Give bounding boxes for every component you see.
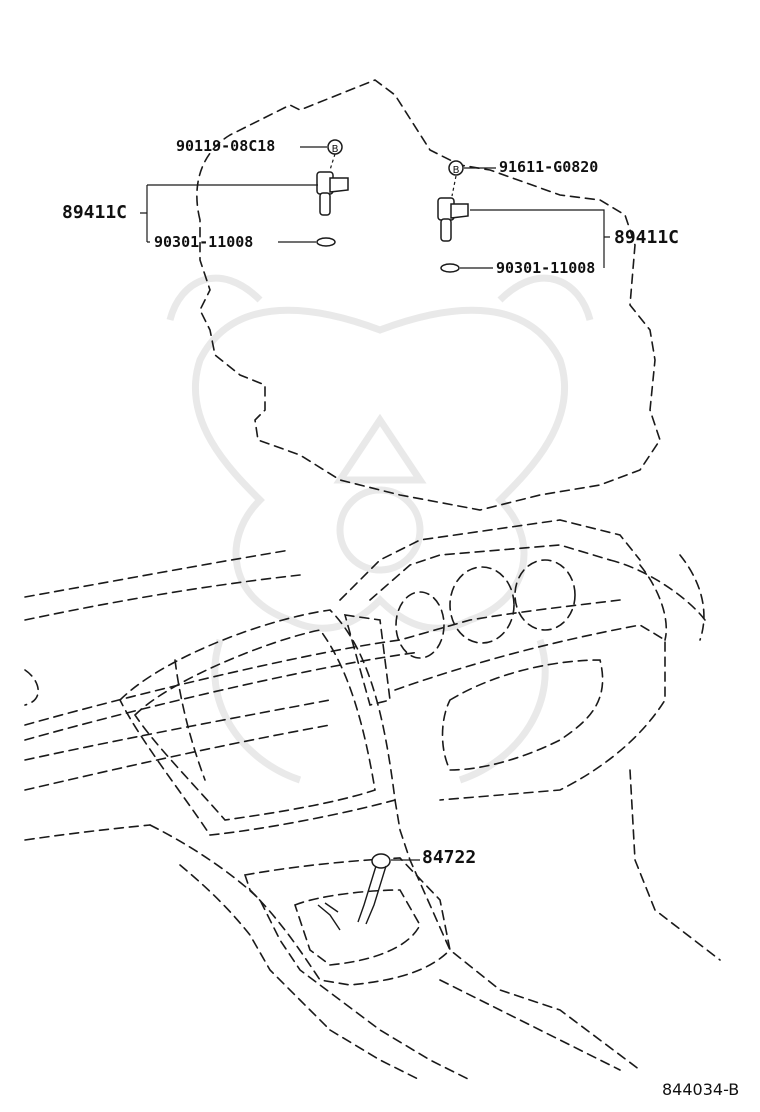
illustration-code: 844034-B	[662, 1080, 740, 1099]
right-sensor-assembly: B	[437, 160, 610, 273]
svg-text:B: B	[453, 165, 460, 176]
part-label-bolt-left: 90119-08C18	[176, 137, 276, 155]
part-label-sensor-right: 89411C	[614, 227, 680, 248]
part-label-gasket-right: 90301-11008	[496, 259, 596, 277]
part-label-shift-knob: 84722	[422, 847, 477, 868]
left-sensor-assembly: B	[140, 139, 349, 247]
part-label-nut-right: 91611-G0820	[499, 158, 599, 176]
transmission-outline	[196, 79, 661, 511]
part-label-gasket-left: 90301-11008	[154, 233, 254, 251]
watermark-emblem	[166, 274, 594, 784]
interior-outline	[24, 519, 721, 1081]
part-label-sensor-left: 89411C	[62, 202, 128, 223]
svg-text:B: B	[332, 144, 339, 155]
